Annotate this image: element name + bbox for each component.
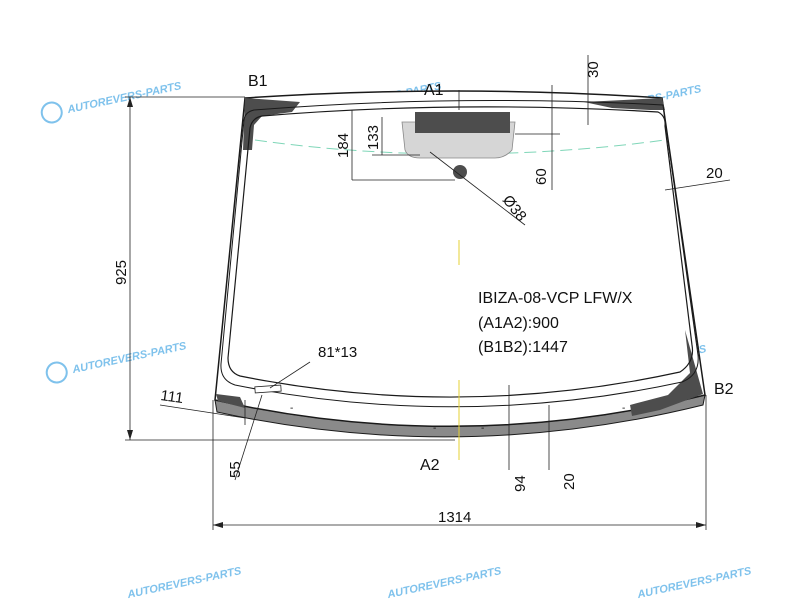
watermark-text: AUTOREVERS-PARTS — [70, 340, 188, 376]
bottom-left-dark-corner — [216, 394, 245, 408]
dim-20-bottom-label: 20 — [561, 473, 578, 490]
vin-leader-line — [269, 361, 311, 389]
height-dim-label: 925 — [113, 260, 130, 285]
dim-133-label: 133 — [365, 125, 382, 150]
watermark-text: AUTOREVERS-PARTS — [125, 565, 243, 600]
dim-111-label: 111 — [159, 387, 184, 407]
label-a1: A1 — [424, 82, 444, 99]
rain-sensor-circle — [453, 165, 467, 179]
mark-dash: - — [622, 403, 625, 414]
dim-111-line — [159, 404, 246, 419]
mark-dash: - — [481, 423, 484, 434]
model-code: IBIZA-08-VCP LFW/X — [478, 290, 633, 307]
a1a2-size: (A1A2):900 — [478, 315, 559, 332]
dim-20-side-label: 20 — [706, 165, 723, 182]
glass-second-edge — [220, 100, 699, 408]
b1b2-size: (B1B2):1447 — [478, 339, 568, 356]
top-right-dark-corner — [584, 98, 665, 110]
glass-inner-edge — [227, 106, 694, 398]
dim-30-label: 30 — [585, 61, 602, 78]
sensor-area-dark — [415, 112, 510, 133]
watermark-text: AUTOREVERS-PARTS — [635, 565, 753, 600]
mark-dash: - — [290, 403, 293, 414]
circle-leader-line — [429, 151, 526, 226]
dim-184-label: 184 — [335, 133, 352, 158]
width-dim-label: 1314 — [438, 509, 471, 526]
label-b2: B2 — [714, 381, 734, 398]
bottom-right-dark-corner — [630, 330, 703, 416]
glass-outer-edge — [214, 90, 706, 428]
watermark-logo-icon — [45, 361, 68, 384]
label-b1: B1 — [248, 73, 268, 90]
mark-dash: - — [433, 423, 436, 434]
dim-20-side-line — [664, 179, 731, 191]
vin-window — [254, 384, 282, 394]
vin-window-label: 81*13 — [318, 344, 357, 361]
dim-55-label: 55 — [227, 461, 244, 478]
top-left-dark-corner — [243, 98, 300, 150]
watermark-logo-icon — [40, 101, 63, 124]
label-a2: A2 — [420, 457, 440, 474]
dim-94-label: 94 — [512, 475, 529, 492]
dim-60-label: 60 — [533, 168, 550, 185]
dim-55-line — [234, 394, 263, 481]
watermark-text: AUTOREVERS-PARTS — [385, 565, 503, 600]
watermark-text: AUTOREVERS-PARTS — [65, 80, 183, 116]
